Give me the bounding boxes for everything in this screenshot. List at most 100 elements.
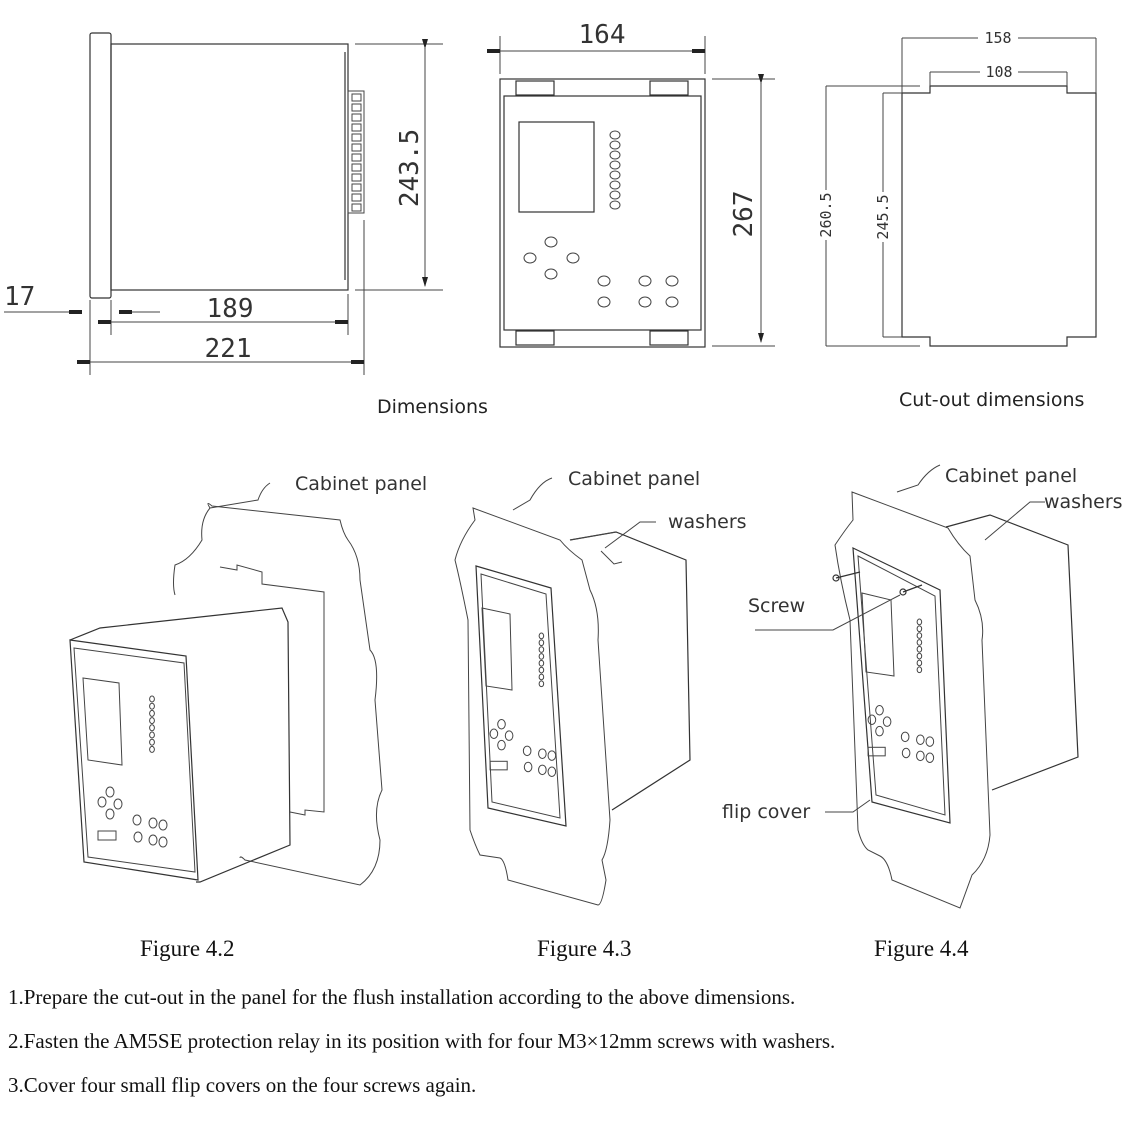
relay-case <box>945 514 1079 791</box>
function-key <box>538 764 547 776</box>
terminal-slot <box>351 123 362 132</box>
function-key <box>916 734 925 745</box>
function-key <box>547 750 557 761</box>
led-indicator <box>916 639 923 646</box>
led-indicator <box>609 180 621 190</box>
led-indicator <box>149 745 155 753</box>
function-key <box>523 761 533 773</box>
dim-depth-total-label: 221 <box>205 334 252 364</box>
led-column <box>609 130 621 210</box>
cabinet-panel-outline <box>207 502 383 886</box>
led-indicator <box>149 731 155 739</box>
front-frame <box>499 78 706 348</box>
section-title-cutout: Cut-out dimensions <box>899 389 1085 411</box>
nav-key <box>105 808 115 820</box>
function-key <box>597 275 611 287</box>
front-view: 164 267 <box>487 20 775 348</box>
callout-screw: Screw <box>748 595 805 617</box>
function-key <box>925 736 935 747</box>
section-title-dimensions: Dimensions <box>377 396 488 418</box>
terminal-slot <box>351 153 362 162</box>
terminal-slot <box>351 143 362 152</box>
figure-caption: Figure 4.3 <box>537 936 632 961</box>
led-indicator <box>538 673 545 681</box>
drawing-canvas: 243.5 17 189 221 164 <box>4 20 1123 909</box>
label-plate <box>97 830 117 841</box>
callout-washers: washers <box>1044 491 1123 513</box>
led-indicator <box>538 632 545 640</box>
callout-flip-cover: flip cover <box>722 801 810 823</box>
led-indicator <box>916 632 923 639</box>
cutout-edge <box>219 564 325 816</box>
lcd-screen-iso <box>861 592 895 677</box>
relay-body <box>110 43 349 291</box>
led-indicator <box>609 170 621 180</box>
led-indicator <box>149 709 155 717</box>
led-indicator <box>149 724 155 732</box>
led-indicator <box>538 646 545 653</box>
nav-keypad <box>523 236 580 280</box>
led-indicator <box>149 695 155 703</box>
front-panel <box>503 95 702 331</box>
dim-inner-width-label: 108 <box>985 63 1012 81</box>
function-key <box>665 296 679 308</box>
nav-key <box>875 705 884 716</box>
led-indicator <box>609 150 621 160</box>
nav-key <box>882 716 892 727</box>
dim-inner-height-label: 245.5 <box>874 194 892 239</box>
instruction-step: 2.Fasten the AM5SE protection relay in i… <box>8 1029 836 1053</box>
nav-key <box>867 714 877 725</box>
terminal-block <box>347 90 365 214</box>
function-keys <box>597 275 679 308</box>
flip-cover-tr <box>649 80 689 96</box>
nav-key <box>113 798 123 810</box>
relay-front <box>69 639 199 881</box>
terminal-slot <box>351 133 362 142</box>
function-key <box>901 747 911 759</box>
led-indicator <box>538 666 545 674</box>
function-key <box>900 731 910 743</box>
nav-key <box>97 796 107 808</box>
dim-height-front-label: 267 <box>729 191 759 238</box>
nav-key <box>489 728 499 739</box>
led-indicator <box>916 618 923 626</box>
led-indicator <box>149 702 155 710</box>
nav-key <box>497 739 506 751</box>
function-key <box>158 819 168 831</box>
function-key <box>916 750 925 762</box>
relay-keys-iso <box>867 618 935 763</box>
dim-outer-height-label: 260.5 <box>817 192 835 237</box>
function-key <box>638 275 652 287</box>
side-view: 243.5 17 189 221 <box>4 32 443 375</box>
led-indicator <box>916 666 923 674</box>
nav-key <box>875 725 884 737</box>
function-key <box>148 834 158 846</box>
flip-cover-bl <box>515 330 555 346</box>
terminal-slot <box>351 163 362 172</box>
screw-left <box>835 571 861 579</box>
function-key <box>522 745 532 757</box>
nav-key <box>523 252 537 264</box>
relay-front <box>852 547 951 824</box>
relay-case <box>69 607 291 883</box>
lcd-screen <box>518 121 595 213</box>
terminal-slot <box>351 193 362 202</box>
led-indicator <box>916 652 923 660</box>
dim-outer-width-label: 158 <box>984 29 1011 47</box>
dim-front-label: 17 <box>4 282 35 312</box>
led-indicator <box>149 738 155 746</box>
figure-4-2-drawing: Cabinet panel <box>69 473 427 886</box>
nav-key <box>566 252 580 264</box>
function-key <box>148 817 158 829</box>
terminal-slot <box>351 113 362 122</box>
figure-4-4-drawing: Cabinet panel washers Screw flip cover <box>722 464 1123 909</box>
nav-key <box>504 730 514 741</box>
function-key <box>547 766 557 777</box>
dim-height-label: 243.5 <box>395 129 425 207</box>
function-key <box>538 748 547 759</box>
label-plate <box>867 746 886 757</box>
led-indicator <box>538 680 545 688</box>
function-key <box>133 831 143 843</box>
lcd-screen-iso <box>481 607 513 691</box>
cutout-view: 158 108 260.5 245.5 <box>817 29 1097 347</box>
